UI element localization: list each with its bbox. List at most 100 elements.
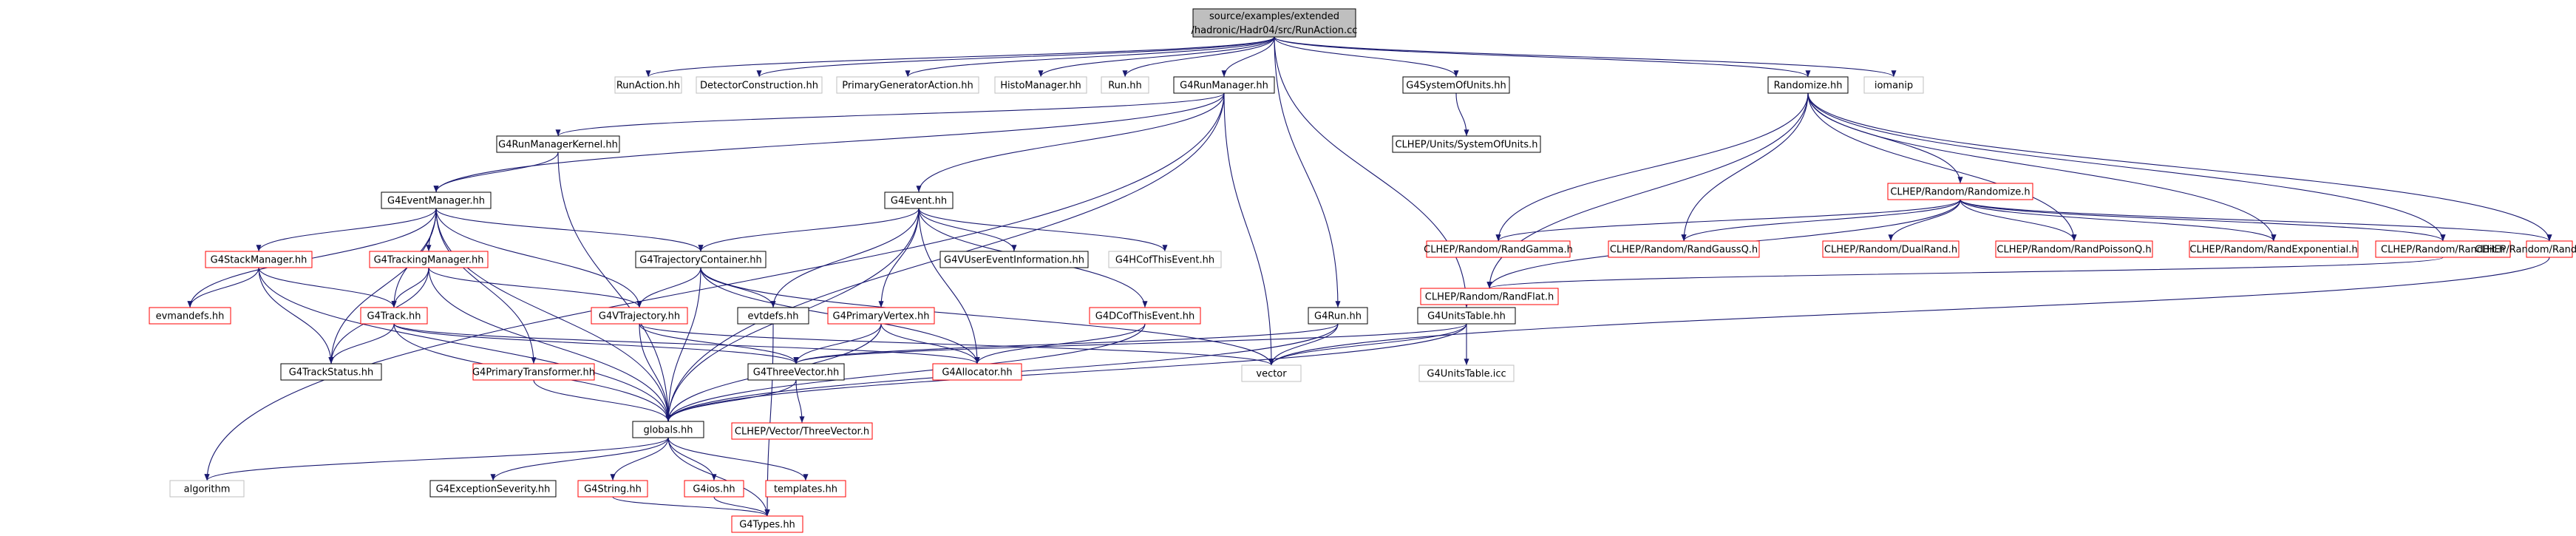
graph-node-g4runmanagerkernel[interactable]: G4RunManagerKernel.hh xyxy=(496,135,620,153)
edge-g4primtransformer-to-globals xyxy=(533,379,671,422)
graph-node-randflat[interactable]: CLHEP/Random/RandFlat.h xyxy=(1420,288,1559,305)
graph-node-g4eventmanager[interactable]: G4EventManager.hh xyxy=(381,191,492,209)
node-label: G4HCofThisEvent.hh xyxy=(1115,255,1214,266)
node-box xyxy=(360,307,428,325)
graph-node-randexp[interactable]: CLHEP/Random/RandExponential.h xyxy=(2189,240,2359,258)
edge-g4runmanager-to-g4event xyxy=(916,92,1225,193)
graph-node-clhep-randomize[interactable]: CLHEP/Random/Randomize.h xyxy=(1887,183,2033,200)
graph-node-g4track[interactable]: G4Track.hh xyxy=(360,307,428,325)
graph-node-runaction[interactable]: RunAction.hh xyxy=(614,76,682,94)
edge-g4stackmanager-to-evmandefs xyxy=(187,267,259,308)
edge-g4runmanagerkernel-to-globals xyxy=(557,152,671,422)
node-label: G4PrimaryTransformer.hh xyxy=(472,367,595,379)
node-box xyxy=(1101,76,1149,94)
node-box xyxy=(169,480,245,498)
graph-node-histo[interactable]: HistoManager.hh xyxy=(994,76,1087,94)
graph-node-g4sysunits[interactable]: G4SystemOfUnits.hh xyxy=(1402,76,1510,94)
node-box xyxy=(836,76,979,94)
graph-node-algorithm[interactable]: algorithm xyxy=(169,480,245,498)
edge-randomize-to-randbit xyxy=(1807,92,2446,242)
node-label: CLHEP/Random/RandGeneral.h xyxy=(2475,245,2576,256)
graph-node-g4tracksstatus[interactable]: G4TrackStatus.hh xyxy=(280,363,382,381)
graph-node-g4unitstable-icc[interactable]: G4UnitsTable.icc xyxy=(1418,364,1515,382)
graph-node-iomanip[interactable]: iomanip xyxy=(1863,76,1924,94)
node-box xyxy=(496,135,620,153)
graph-node-g4allocator[interactable]: G4Allocator.hh xyxy=(932,363,1022,381)
graph-node-randgeneral[interactable]: CLHEP/Random/RandGeneral.h xyxy=(2475,240,2576,258)
graph-node-evmandefs[interactable]: evmandefs.hh xyxy=(149,307,231,325)
graph-node-randdualrand[interactable]: CLHEP/Random/DualRand.h xyxy=(1822,240,1960,258)
edge-randomize-to-randflat xyxy=(1486,92,1809,289)
edge-g4unitstable-to-globals xyxy=(665,323,1467,422)
graph-node-templates[interactable]: templates.hh xyxy=(765,480,846,498)
node-label: RunAction.hh xyxy=(616,81,680,92)
graph-node-g4unitstable[interactable]: G4UnitsTable.hh xyxy=(1417,307,1516,325)
node-box xyxy=(472,363,595,381)
node-box xyxy=(1418,364,1515,382)
node-box xyxy=(1402,76,1510,94)
node-box xyxy=(737,307,809,325)
edge-randomize-to-randgamma xyxy=(1495,92,1809,242)
graph-node-evtdefs[interactable]: evtdefs.hh xyxy=(737,307,809,325)
edge-g4trajcontainer-to-g4vtrajectory xyxy=(636,267,701,308)
edge-g4threevector-to-clhep-threevector xyxy=(795,379,805,424)
edge-clhep-randomize-to-randdualrand xyxy=(1888,199,1961,242)
graph-node-detector[interactable]: DetectorConstruction.hh xyxy=(696,76,823,94)
graph-node-g4runmanager[interactable]: G4RunManager.hh xyxy=(1173,76,1275,94)
graph-node-g4stackmanager[interactable]: G4StackManager.hh xyxy=(205,251,313,268)
graph-node-g4primaryvertex[interactable]: G4PrimaryVertex.hh xyxy=(827,307,935,325)
node-box xyxy=(1192,8,1356,38)
node-box xyxy=(731,422,873,440)
graph-node-randbit[interactable]: CLHEP/Random/RandBit.h xyxy=(2375,240,2511,258)
graph-node-g4string[interactable]: G4String.hh xyxy=(577,480,648,498)
graph-node-primgen[interactable]: PrimaryGeneratorAction.hh xyxy=(836,76,979,94)
edge-g4unitstable-to-g4threevector xyxy=(793,323,1467,364)
edge-g4event-to-evtdefs xyxy=(770,208,920,308)
graph-node-g4vuserevent[interactable]: G4VUserEventInformation.hh xyxy=(939,251,1089,268)
node-label: G4VTrajectory.hh xyxy=(599,311,680,322)
graph-node-g4vtrajectory[interactable]: G4VTrajectory.hh xyxy=(591,307,688,325)
graph-node-g4exception[interactable]: G4ExceptionSeverity.hh xyxy=(429,480,557,498)
graph-node-clhep-threevector[interactable]: CLHEP/Vector/ThreeVector.h xyxy=(731,422,873,440)
node-box xyxy=(827,307,935,325)
graph-node-run[interactable]: Run.hh xyxy=(1101,76,1149,94)
edge-root-to-runaction xyxy=(645,36,1275,78)
graph-node-globals[interactable]: globals.hh xyxy=(632,421,704,438)
edge-randomize-to-randexp xyxy=(1807,92,2277,242)
graph-node-randgamma[interactable]: CLHEP/Random/RandGamma.h xyxy=(1424,240,1573,258)
node-box xyxy=(1173,76,1275,94)
graph-node-randpoissonq[interactable]: CLHEP/Random/RandPoissonQ.h xyxy=(1995,240,2153,258)
edge-g4ios-to-g4types xyxy=(713,496,770,517)
graph-node-root[interactable]: source/examples/extended/hadronic/Hadr04… xyxy=(1192,8,1358,38)
node-label: CLHEP/Random/Randomize.h xyxy=(1890,187,2030,198)
node-box xyxy=(205,251,313,268)
node-box xyxy=(2375,240,2511,258)
graph-node-g4hcofthis[interactable]: G4HCofThisEvent.hh xyxy=(1108,251,1222,268)
graph-node-g4threevector[interactable]: G4ThreeVector.hh xyxy=(747,363,845,381)
graph-node-clhep-sysunits[interactable]: CLHEP/Units/SystemOfUnits.h xyxy=(1392,135,1541,153)
edge-g4event-to-g4vuserevent xyxy=(918,208,1017,252)
node-box xyxy=(1420,288,1559,305)
graph-node-g4event[interactable]: G4Event.hh xyxy=(884,191,954,209)
graph-node-g4ios[interactable]: G4ios.hh xyxy=(684,480,744,498)
node-label: G4EventManager.hh xyxy=(387,196,485,207)
graph-node-g4run[interactable]: G4Run.hh xyxy=(1308,307,1368,325)
graph-node-g4primtransformer[interactable]: G4PrimaryTransformer.hh xyxy=(472,363,595,381)
node-box xyxy=(747,363,845,381)
graph-node-vector[interactable]: vector xyxy=(1241,364,1302,382)
graph-node-randomize[interactable]: Randomize.hh xyxy=(1767,76,1849,94)
graph-node-randgaussq[interactable]: CLHEP/Random/RandGaussQ.h xyxy=(1608,240,1760,258)
node-label: CLHEP/Random/RandExponential.h xyxy=(2189,245,2357,256)
node-box xyxy=(939,251,1089,268)
node-label: CLHEP/Random/RandPoissonQ.h xyxy=(1996,245,2151,256)
graph-node-g4trajcontainer[interactable]: G4TrajectoryContainer.hh xyxy=(635,251,767,268)
graph-node-g4types[interactable]: G4Types.hh xyxy=(731,515,803,533)
edge-g4runmanagerkernel-to-g4eventmanager xyxy=(433,152,559,193)
node-box xyxy=(614,76,682,94)
node-box xyxy=(1995,240,2153,258)
graph-node-g4trackingmanager[interactable]: G4TrackingManager.hh xyxy=(369,251,489,268)
graph-node-g4dcofthis[interactable]: G4DCofThisEvent.hh xyxy=(1089,307,1201,325)
node-box xyxy=(696,76,823,94)
edge-clhep-randomize-to-randgamma xyxy=(1495,199,1961,242)
